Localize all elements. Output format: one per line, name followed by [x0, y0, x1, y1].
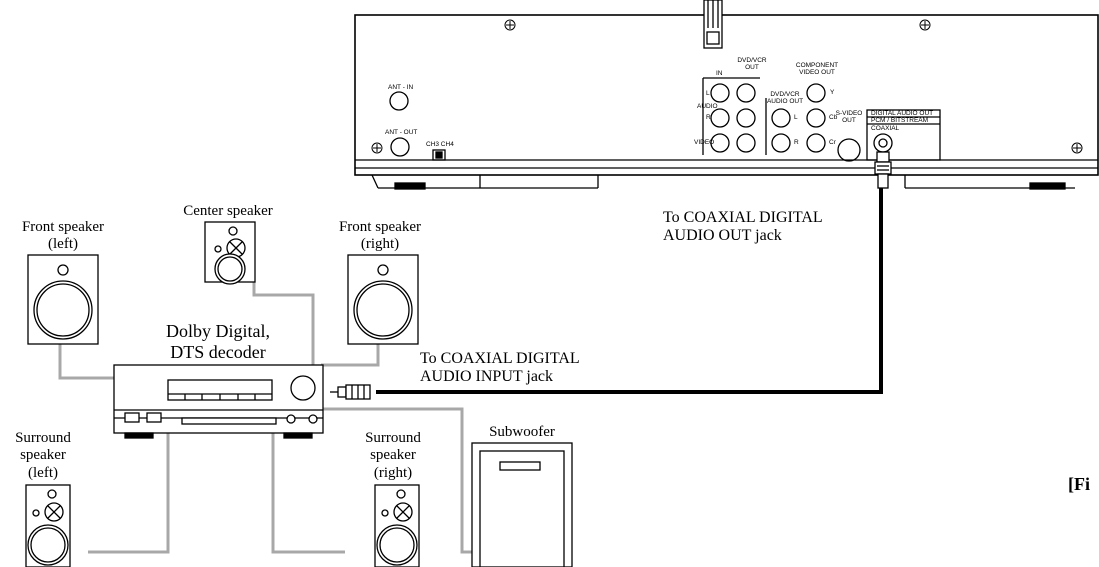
dvd-vcr-audio-out-label: DVD/VCR AUDIO OUT	[766, 91, 804, 106]
figure-tag: [Fi	[1068, 474, 1090, 494]
screws	[371, 19, 1083, 154]
coaxial-label: COAXIAL	[871, 125, 900, 132]
ch34-label: CH3 CH4	[426, 141, 454, 148]
digital-audio-out-label: DIGITAL AUDIO OUT	[871, 110, 934, 117]
audio-r-label: R	[706, 114, 711, 121]
ant-out-label: ANT - OUT	[385, 129, 418, 136]
ant-in-label: ANT - IN	[388, 84, 414, 91]
surround-left-speaker	[25, 484, 71, 567]
center-speaker-label: Center speaker	[183, 203, 273, 219]
video-label: VIDEO	[694, 139, 715, 146]
front-left-speaker	[27, 254, 99, 345]
front-right-label: Front speaker (right)	[338, 219, 422, 253]
front-left-label: Front speaker (left)	[21, 219, 105, 253]
pcm-bitstream-label: PCM / BITSTREAM	[871, 117, 929, 124]
surround-right-label: Surround speaker (right)	[365, 430, 421, 481]
audio-label: AUDIO	[697, 103, 718, 110]
y-label: Y	[830, 89, 835, 96]
cr-label: Cr	[829, 139, 836, 146]
component-video-out-label: COMPONENT VIDEO OUT	[795, 62, 839, 77]
cb-label: Cb	[829, 114, 838, 121]
to-coaxial-input-label: To COAXIAL DIGITAL AUDIO INPUT jack	[420, 350, 580, 386]
surround-left-label: Surround speaker (left)	[15, 430, 71, 481]
subwoofer-label: Subwoofer	[489, 424, 555, 440]
dvd-vcr-out-label: DVD/VCR OUT	[737, 57, 767, 72]
front-right-speaker	[347, 254, 419, 345]
speaker-wires	[58, 282, 472, 554]
decoder-receiver	[113, 364, 371, 439]
coaxial-cable	[376, 188, 883, 394]
audio-out-r-label: R	[794, 139, 799, 146]
audio-out-l-label: L	[794, 114, 798, 121]
to-coaxial-out-label: To COAXIAL DIGITAL AUDIO OUT jack	[663, 209, 823, 245]
in-label: IN	[716, 70, 723, 77]
subwoofer-box	[471, 442, 573, 567]
s-video-out-label: S-VIDEO OUT	[835, 110, 863, 125]
audio-l-label: L	[706, 90, 710, 97]
decoder-label: Dolby Digital, DTS decoder	[166, 321, 270, 362]
center-speaker	[204, 221, 256, 285]
surround-right-speaker	[374, 484, 420, 567]
player-rear-panel	[354, 0, 1099, 190]
